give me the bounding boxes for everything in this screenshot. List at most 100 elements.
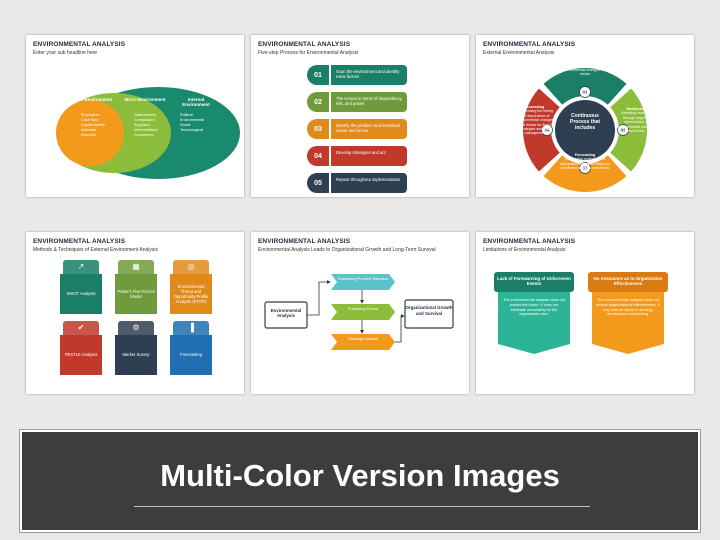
banner-underline [134, 506, 590, 507]
slide-title: ENVIRONMENTAL ANALYSIS [258, 238, 351, 245]
flow-step-2 [331, 304, 395, 320]
method-label: Forecasting [180, 352, 202, 358]
flow-arrow [395, 314, 405, 343]
segment-text-2: Monitoring Detecting meaning through ong… [616, 107, 656, 133]
limit-1-header [494, 272, 574, 292]
check-icon: ✔ [77, 323, 85, 332]
limitations-diagram [494, 272, 668, 354]
slide-subtitle: Environmental Analysis Leads to Organiza… [258, 247, 436, 253]
internal-item: Political [180, 113, 194, 117]
micro-item: Competitors [134, 118, 155, 122]
segment-text-1: Scanning Identifying early signals of en… [562, 59, 608, 77]
flow-step-label: Examining Present Situation [337, 276, 389, 281]
micro-items: Stakeholders Competitors Suppliers Inter… [134, 113, 158, 138]
step-bar: Repeat throughout implementation [331, 173, 407, 193]
limit-1-heading: Lack of Forewarning of Unforeseen Events [497, 276, 571, 287]
cycle-diagram: 01 02 03 04 [523, 68, 647, 192]
micro-item: Stakeholders [134, 113, 157, 117]
method-tab: ↗ [63, 260, 99, 274]
slide-thumbnail-5[interactable]: ENVIRONMENTAL ANALYSIS Environmental Ana… [251, 232, 469, 394]
left-box-label: Environmental Analysis [270, 308, 302, 318]
segment-text-3: Forecasting Developing projections of an… [560, 153, 610, 171]
step-number-badge: 03 [307, 119, 329, 139]
right-box [404, 299, 454, 329]
slide-thumbnail-6[interactable]: ENVIRONMENTAL ANALYSIS Limitations of En… [476, 232, 694, 394]
method-label: Market Survey [122, 352, 150, 358]
macro-heading: Macro-Environment [69, 97, 113, 102]
method-card: Market Survey [115, 335, 157, 375]
method-tab: ⚙ [118, 321, 154, 335]
segment-desc: Identifying early signals of environment… [562, 63, 608, 77]
limit-1-body [498, 292, 570, 354]
macro-item: Employees [81, 113, 100, 117]
internal-item: Environmental [180, 118, 205, 122]
flow-step-3 [331, 334, 395, 350]
flow-arrow [307, 280, 331, 316]
slide-thumbnail-2[interactable]: ENVIRONMENTAL ANALYSIS Five-step Process… [251, 35, 469, 197]
segment-number-badge [579, 162, 591, 174]
macro-items: Employees Cash flow Capital assets Mater… [81, 113, 105, 138]
method-card: Forecasting [170, 335, 212, 375]
segment-number: 01 [582, 90, 588, 95]
method-card: Environmental Threat and Opportunity Pro… [170, 274, 212, 314]
slide-subtitle: Five-step Process for Environmental Anal… [258, 50, 359, 56]
step-number-badge: 01 [307, 65, 329, 85]
segment-number-badge [541, 124, 553, 136]
macro-item: Capital assets [81, 123, 105, 127]
slide-thumbnail-1[interactable]: ENVIRONMENTAL ANALYSIS Enter your sub he… [26, 35, 244, 197]
right-box-label: Organizational Growth and Survival [405, 305, 453, 316]
flow-diagram [264, 274, 454, 350]
segment-number: 04 [544, 128, 550, 133]
micro-item: Suppliers [134, 123, 150, 127]
method-card: PESTLE Analysis [60, 335, 102, 375]
segment-number: 02 [620, 128, 626, 133]
internal-item: Technological [180, 128, 204, 132]
flow-step-1 [331, 274, 395, 290]
segment-desc: Detecting meaning through ongoing observ… [617, 111, 655, 134]
micro-item: Consumers [134, 133, 154, 137]
limit-2-body [592, 292, 664, 354]
slide-subtitle: Methods & Techniques of External Environ… [33, 247, 158, 253]
slide-subtitle: Enter your sub headline here [33, 50, 98, 56]
macro-item: Structure [81, 133, 97, 137]
cycle-center-label: Continuous Process that includes [569, 113, 600, 131]
internal-items: Political Environmental Social Technolog… [180, 113, 204, 133]
segment-text-4: Assessing Determining the timing and imp… [514, 105, 556, 136]
limit-1-text: The environmental analysis does not pred… [503, 298, 565, 317]
chart-icon: ↗ [77, 262, 85, 271]
step-bar: The screen in terms of dependency, risk,… [331, 92, 407, 112]
method-card: Porter's Five Forces Model [115, 274, 157, 314]
step-bar: Develop strategies and act [331, 146, 407, 166]
step-number-badge: 05 [307, 173, 329, 193]
step-number-badge: 02 [307, 92, 329, 112]
slide-thumbnail-4[interactable]: ENVIRONMENTAL ANALYSIS Methods & Techniq… [26, 232, 244, 394]
flow-step-label: Predicting Future [347, 306, 379, 311]
bar-chart-icon: ▐ [188, 323, 194, 332]
slide-subtitle: External Environmental Analysis [483, 50, 555, 56]
banner-title: Multi-Color Version Images [160, 458, 560, 493]
segment-heading: Assessing [526, 105, 544, 109]
method-tab: ✔ [63, 321, 99, 335]
method-tab: ▐ [173, 321, 209, 335]
nested-ellipses-diagram [56, 87, 240, 179]
segment-desc: Determining the timing and importance of… [516, 109, 554, 136]
segment-heading: Scanning [576, 59, 594, 63]
micro-item: Intermediaries [134, 128, 159, 132]
slide-title: ENVIRONMENTAL ANALYSIS [33, 41, 126, 48]
limit-2-text: The environmental analysis does not ensu… [596, 298, 660, 317]
segment-number-badge [579, 86, 591, 98]
method-label: Porter's Five Forces Model [117, 288, 155, 299]
slide-title: ENVIRONMENTAL ANALYSIS [258, 41, 351, 48]
limit-2-heading: No Assurance as to Organization Effectiv… [593, 276, 663, 287]
method-card: SWOT Analysis [60, 274, 102, 314]
method-label: Environmental Threat and Opportunity Pro… [173, 283, 209, 305]
slide-thumbnail-3[interactable]: ENVIRONMENTAL ANALYSIS External Environm… [476, 35, 694, 197]
segment-number: 03 [582, 166, 588, 171]
gear-icon: ⚙ [132, 323, 140, 332]
